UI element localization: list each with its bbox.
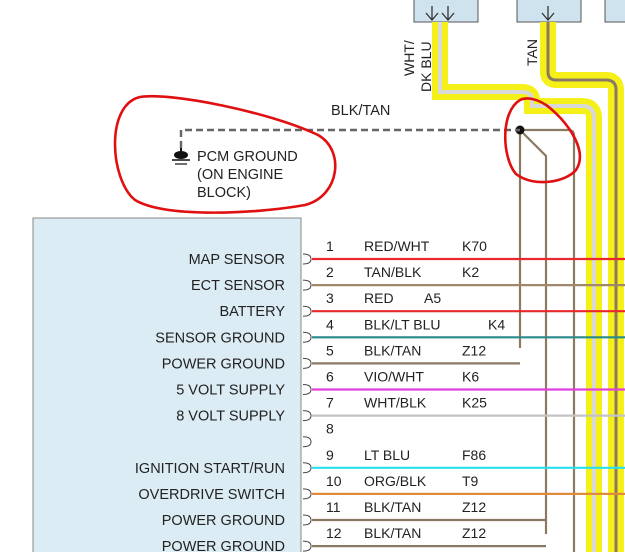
pin-circuit: K25 — [462, 395, 487, 411]
pin-circuit: A5 — [424, 290, 441, 306]
pin-circuit: T9 — [462, 473, 479, 489]
pin-row: 8 — [302, 421, 334, 448]
pin-circuit: K6 — [462, 369, 479, 385]
pin-row: 8 VOLT SUPPLY 7 WHT/BLK K25 — [176, 395, 625, 425]
ground-bus — [515, 125, 548, 534]
pin-wire-color: BLK/TAN — [364, 342, 421, 358]
pin-circuit: Z12 — [462, 342, 486, 358]
connector-edge — [604, 0, 625, 23]
pcm-module — [32, 217, 302, 552]
pin-socket-icon — [302, 514, 312, 526]
pin-name: BATTERY — [219, 304, 285, 320]
pin-name: SENSOR GROUND — [155, 330, 285, 346]
pin-number: 6 — [326, 369, 334, 385]
pin-number: 7 — [326, 395, 334, 411]
annotation-circle-splice — [503, 97, 582, 184]
pin-socket-icon — [302, 357, 312, 369]
pin-row: POWER GROUND 5 BLK/TAN Z12 — [162, 342, 520, 372]
ground-icon — [172, 148, 190, 165]
pin-socket-icon — [302, 462, 312, 474]
pin-socket-icon — [302, 410, 312, 422]
right-wire-label: TAN — [524, 39, 540, 66]
pin-socket-icon — [302, 253, 312, 265]
pin-wire-color: WHT/BLK — [364, 395, 427, 411]
pin-circuit: F86 — [462, 447, 486, 463]
pin-name: OVERDRIVE SWITCH — [138, 487, 285, 503]
pin-wire-color: RED — [364, 290, 394, 306]
pin-socket-icon — [302, 384, 312, 395]
pin-circuit: Z12 — [462, 525, 486, 541]
pin-row: BATTERY 3 RED A5 — [219, 290, 625, 320]
pin-wire-color: VIO/WHT — [364, 369, 424, 385]
pin-name: 5 VOLT SUPPLY — [176, 383, 285, 399]
pin-socket-icon — [302, 540, 312, 552]
pin-socket-icon — [302, 436, 312, 448]
pin-row: MAP SENSOR 1 RED/WHT K70 — [189, 238, 625, 268]
pin-wire-color: TAN/BLK — [364, 264, 422, 280]
pin-row: ECT SENSOR 2 TAN/BLK K2 — [191, 264, 625, 294]
pin-number: 3 — [326, 290, 334, 306]
pin-number: 2 — [326, 264, 334, 280]
pin-number: 1 — [326, 238, 334, 254]
pin-name: MAP SENSOR — [189, 252, 285, 268]
pin-circuit: K70 — [462, 238, 487, 254]
pin-circuit: K2 — [462, 264, 479, 280]
pin-name: IGNITION START/RUN — [135, 461, 285, 477]
pin-wire-color: ORG/BLK — [364, 473, 427, 489]
pin-wire-color: BLK/TAN — [364, 525, 421, 541]
pin-wire-color: BLK/TAN — [364, 499, 421, 515]
chevron-down-icon — [541, 6, 555, 21]
ground-label-line3: BLOCK) — [197, 185, 251, 201]
pin-row: IGNITION START/RUN 9 LT BLU F86 — [135, 447, 625, 477]
ground-wire-label: BLK/TAN — [331, 103, 390, 119]
pin-number: 4 — [326, 316, 334, 332]
pin-name: POWER GROUND — [162, 513, 285, 529]
pin-circuit: Z12 — [462, 499, 486, 515]
pin-wire-color: RED/WHT — [364, 238, 430, 254]
pin-socket-icon — [302, 279, 312, 291]
pin-name: ECT SENSOR — [191, 278, 285, 294]
pin-socket-icon — [302, 488, 312, 500]
pin-wire-color: LT BLU — [364, 447, 410, 463]
pin-number: 11 — [326, 499, 341, 515]
chevron-down-icon — [425, 6, 455, 21]
pin-name: 8 VOLT SUPPLY — [176, 409, 285, 425]
pin-number: 10 — [326, 473, 342, 489]
ground-label-line2: (ON ENGINE — [197, 167, 284, 183]
pin-wire-color: BLK/LT BLU — [364, 316, 441, 332]
pin-circuit: K4 — [488, 316, 505, 332]
pin-row: OVERDRIVE SWITCH 10 ORG/BLK T9 — [138, 473, 625, 503]
pin-row: SENSOR GROUND 4 BLK/LT BLU K4 — [155, 316, 625, 346]
annotation-circle-ground — [113, 95, 337, 214]
left-wire-label-line2: DK BLU — [418, 41, 434, 92]
pin-number: 9 — [326, 447, 334, 463]
ground-label-line1: PCM GROUND — [197, 149, 298, 165]
pin-number: 8 — [326, 421, 334, 437]
pin-name: POWER GROUND — [162, 356, 285, 372]
pin-row: POWER GROUND 11 BLK/TAN Z12 — [162, 499, 546, 529]
pin-row: 5 VOLT SUPPLY 6 VIO/WHT K6 — [176, 369, 625, 399]
pin-name: POWER GROUND — [162, 539, 285, 552]
ground-wire-dashed — [179, 128, 520, 148]
connector-left — [413, 0, 479, 23]
pin-number: 12 — [326, 525, 342, 541]
left-wire-label: WHT/ DK BLU — [401, 40, 434, 92]
left-wire-label-line1: WHT/ — [401, 40, 417, 76]
connector-right — [516, 0, 582, 23]
pin-number: 5 — [326, 342, 334, 358]
pin-socket-icon — [302, 331, 312, 343]
pin-socket-icon — [302, 305, 312, 317]
pin-row: POWER GROUND 12 BLK/TAN Z12 — [162, 525, 546, 552]
